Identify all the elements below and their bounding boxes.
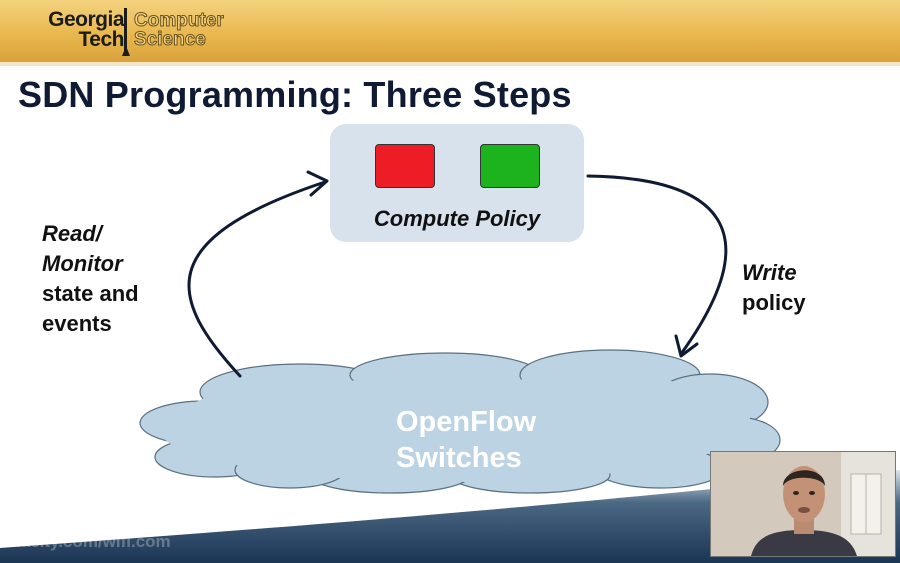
read-monitor-label: Read/ Monitor state and events — [42, 219, 139, 339]
red-policy-square — [375, 144, 435, 188]
bottom-band — [0, 470, 900, 563]
write-policy-label: Write policy — [742, 258, 806, 318]
cloud-fill-core — [160, 376, 750, 482]
write-arrow — [586, 174, 728, 356]
write-arrow-head — [674, 334, 699, 358]
georgia-tech-logo: Georgia Tech — [14, 8, 125, 51]
presenter-video-icon — [711, 452, 895, 556]
read-arrow — [187, 180, 327, 378]
right-label-line1: Write — [742, 260, 797, 285]
logo-line2: Tech — [78, 28, 125, 51]
read-arrow-head — [306, 170, 329, 197]
dept-line1: Computer — [134, 10, 225, 31]
left-label-line4: events — [42, 311, 112, 336]
watermark-text: udacity.com/wifi.com — [0, 532, 171, 551]
header-divider — [0, 62, 900, 66]
cloud-label-line1: OpenFlow — [396, 406, 537, 438]
right-label-line2: policy — [742, 290, 806, 315]
gt-tower-icon — [122, 8, 130, 56]
left-label-line1: Read/ — [42, 221, 102, 246]
logo-line1: Georgia — [48, 8, 124, 31]
slide-title: SDN Programming: Three Steps — [18, 74, 572, 115]
compute-policy-box: Compute Policy — [330, 124, 584, 242]
left-label-line2: Monitor — [42, 251, 123, 276]
header-bar: Georgia Tech Computer Science — [0, 0, 900, 62]
computer-science-logo: Computer Science — [134, 10, 225, 50]
compute-policy-label: Compute Policy — [373, 206, 541, 231]
green-policy-square — [480, 144, 540, 188]
webcam-presenter — [710, 451, 896, 557]
cloud-label-line2: Switches — [396, 442, 522, 474]
openflow-switches-label: OpenFlow Switches — [396, 404, 536, 476]
left-label-line3: state and — [42, 281, 139, 306]
dept-line2: Science — [134, 29, 207, 50]
